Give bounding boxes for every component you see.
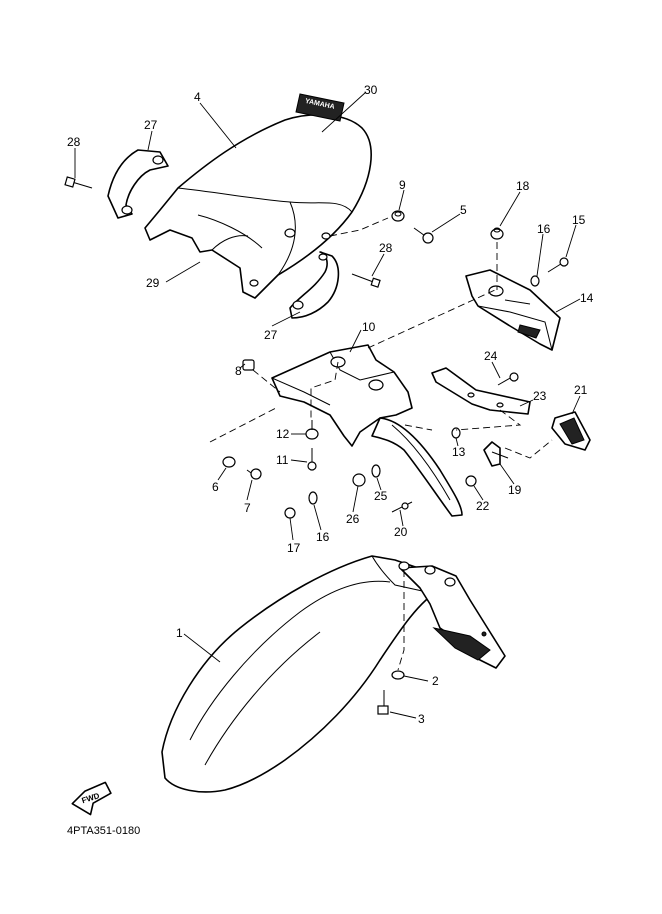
callout-15: 15 — [572, 213, 586, 227]
callout-9: 9 — [399, 178, 406, 192]
washer-part-25 — [371, 464, 381, 478]
callout-19: 19 — [508, 483, 522, 497]
bolt-part-3 — [377, 690, 389, 715]
callout-10: 10 — [362, 320, 376, 334]
callout-23: 23 — [533, 389, 547, 403]
nut-part-26 — [352, 473, 366, 487]
washer-part-16-upper — [530, 275, 540, 287]
callout-20: 20 — [394, 525, 408, 539]
fwd-arrow-icon: FWD — [71, 781, 112, 816]
callout-4: 4 — [194, 90, 201, 104]
callout-1: 1 — [176, 626, 183, 640]
callout-21: 21 — [574, 383, 588, 397]
bolt-part-15 — [547, 257, 569, 273]
callout-30: 30 — [364, 83, 378, 97]
callout-12: 12 — [276, 427, 290, 441]
callout-8: 8 — [235, 364, 242, 378]
callout-26: 26 — [346, 512, 360, 526]
callout-3: 3 — [418, 712, 425, 726]
bolt-part-28-right — [351, 273, 381, 288]
callout-11: 11 — [276, 453, 289, 467]
bolt-part-5 — [413, 227, 434, 244]
leader-lines — [74, 91, 581, 719]
taillight-bracket-part-14 — [465, 269, 561, 351]
collar-part-13 — [451, 427, 461, 439]
bolt-part-7 — [246, 468, 262, 480]
reflector-part-21 — [551, 411, 591, 451]
collar-part-9 — [391, 210, 405, 222]
bolt-part-24 — [497, 372, 519, 386]
nut-part-8 — [242, 359, 255, 371]
callout-22: 22 — [476, 499, 490, 513]
bolt-part-11 — [307, 448, 317, 471]
callout-6: 6 — [212, 480, 219, 494]
callout-18: 18 — [516, 179, 530, 193]
collar-part-6 — [222, 456, 236, 468]
nut-part-22 — [465, 475, 477, 487]
washer-part-16-lower — [308, 491, 318, 505]
screw-part-20 — [391, 501, 413, 513]
callout-27-upper: 27 — [144, 118, 158, 132]
assembly-lines — [209, 217, 553, 671]
callout-24: 24 — [484, 349, 498, 363]
seat-part-4 — [144, 113, 372, 299]
callout-7: 7 — [244, 501, 251, 515]
collar-part-12 — [305, 420, 319, 440]
callout-5: 5 — [460, 203, 467, 217]
grab-bar-right-part-27 — [289, 251, 340, 319]
callout-29: 29 — [146, 276, 160, 290]
callout-28-right: 28 — [379, 241, 393, 255]
bolt-part-28-left — [64, 176, 93, 189]
callouts: 1 2 3 4 5 6 7 8 9 10 11 12 13 14 15 16 1… — [67, 83, 594, 726]
collar-part-2 — [391, 670, 405, 680]
rear-fender-bracket-part-10 — [271, 344, 463, 517]
callout-28-left: 28 — [67, 135, 81, 149]
callout-25: 25 — [374, 489, 388, 503]
callout-27-lower: 27 — [264, 328, 278, 342]
nut-part-17 — [284, 507, 296, 519]
grommet-part-18 — [490, 227, 504, 240]
callout-16-upper: 16 — [537, 222, 551, 236]
callout-13: 13 — [452, 445, 466, 459]
front-fender-part-1 — [161, 555, 506, 793]
callout-14: 14 — [580, 291, 594, 305]
drawing-code: 4PTA351-0180 — [67, 825, 140, 837]
callout-16-lower: 16 — [316, 530, 330, 544]
grab-bar-left-part-27 — [107, 149, 169, 219]
reflector-bracket-part-19 — [483, 441, 509, 467]
callout-2: 2 — [432, 674, 439, 688]
plate-bracket-part-23 — [431, 367, 531, 415]
decal-part-30: YAMAHA — [295, 93, 345, 122]
callout-17: 17 — [287, 541, 301, 555]
